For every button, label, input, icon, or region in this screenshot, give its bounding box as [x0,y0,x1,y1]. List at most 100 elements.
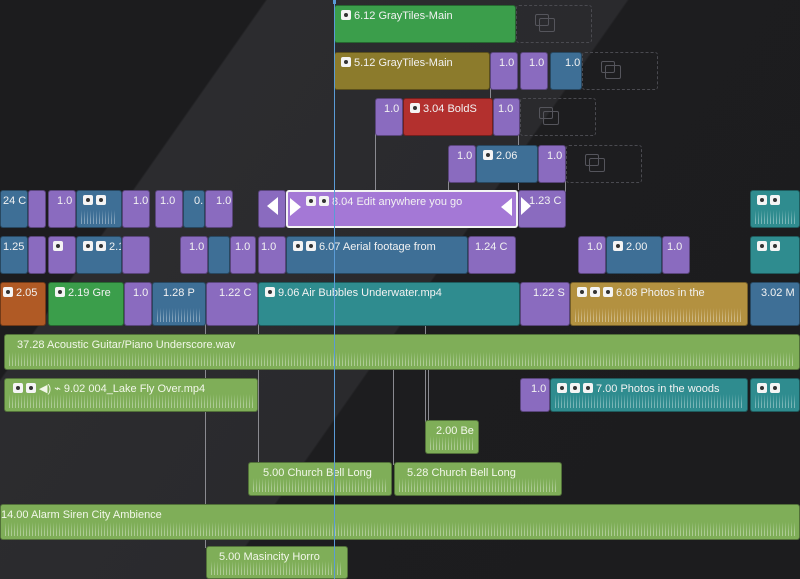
clip[interactable] [76,190,122,228]
placeholder-slot[interactable] [520,98,596,136]
transition-label: 1.0 [587,241,603,253]
trim-handle-right[interactable] [501,198,512,216]
transition-clip[interactable]: 1.0 [662,236,690,274]
audio-clip-alarm-siren[interactable]: 14.00 Alarm Siren City Ambience [0,504,800,540]
transition-clip[interactable]: 1.0 [124,282,152,326]
film-icon [603,287,613,297]
clip-label: 1.22 S [533,287,565,299]
image-icon [557,383,567,393]
clip[interactable]: 2.05 [0,282,46,326]
audio-clip-masincity[interactable]: 5.00 Masincity Horro [206,546,348,579]
placeholder-slot[interactable] [516,5,592,43]
transition-clip[interactable] [28,236,46,274]
clip-label: 9.02 004_Lake Fly Over.mp4 [63,383,206,395]
clip[interactable]: 3.02 M [750,282,800,326]
trim-handle-right[interactable] [521,197,531,215]
trim-handle-left[interactable] [290,198,301,216]
clip[interactable]: 1.25 C [0,236,28,274]
clip[interactable] [750,190,800,228]
transition-clip[interactable]: 1.24 C [468,236,516,274]
transition-clip[interactable]: 1.23 C [518,190,566,228]
transition-clip[interactable]: 1.0 [230,236,256,274]
clip-aerial-footage[interactable]: 6.07 Aerial footage from [286,236,468,274]
transition-clip[interactable] [48,236,76,274]
photo-icon [770,241,780,251]
connection-line [448,178,449,192]
transition-clip[interactable]: 1.0 [375,98,403,136]
transition-label: 1.0 [133,287,149,299]
photo-icon [770,383,780,393]
connection-line [205,320,206,548]
waveform [755,394,795,408]
playhead-cap[interactable] [333,0,336,4]
transition-clip[interactable]: 1.0 [550,52,582,90]
clip[interactable] [750,378,800,412]
transition-clip[interactable]: 1.0 [155,190,183,228]
transition-clip[interactable] [258,190,286,228]
transition-clip[interactable]: 1.22 S [520,282,570,326]
transition-clip[interactable]: 1.0 [520,52,548,90]
audio-clip-church-bell[interactable]: 5.00 Church Bell Long [248,462,392,496]
transition-label: 1.0 [57,195,73,207]
clip-graytiles-main[interactable]: 5.12 GrayTiles-Main [334,52,490,90]
clip-air-bubbles[interactable]: 9.06 Air Bubbles Underwater.mp4 [258,282,520,326]
transition-label: 1.0 [529,57,545,69]
waveform [211,561,343,575]
overlay-icon [535,14,555,32]
photo-icon [590,287,600,297]
placeholder-slot[interactable] [566,145,642,183]
transition-clip[interactable]: 1.0 [258,236,286,274]
clip-bolds[interactable]: 3.04 BoldS [403,98,493,136]
transition-clip[interactable]: 1.22 C [206,282,258,326]
playhead[interactable] [334,0,335,579]
clip-photos-in-the-woods[interactable]: 7.00 Photos in the woods [550,378,748,412]
placeholder-slot[interactable] [582,52,658,90]
film-icon [583,383,593,393]
transition-clip[interactable]: 1.0 [538,145,566,183]
clip[interactable]: 2.1 [76,236,122,274]
clip[interactable]: 0. [183,190,205,228]
transition-clip[interactable]: 1.0 [493,98,520,136]
transition-label: 1.0 [160,195,176,207]
audio-clip-church-bell-2[interactable]: 5.28 Church Bell Long [394,462,562,496]
transition-clip[interactable]: 1.0 [490,52,518,90]
clip-steel[interactable]: 2.06 [476,145,538,183]
audio-clip-acoustic-guitar[interactable]: 37.28 Acoustic Guitar/Piano Underscore.w… [4,334,800,370]
transition-clip[interactable]: 1.0 [205,190,233,228]
trim-handle-left[interactable] [267,197,278,215]
clip-label: 9.06 Air Bubbles Underwater.mp4 [278,287,442,299]
audio-clip-small[interactable]: 2.00 Be [425,420,479,454]
transition-label: 1.0 [565,57,581,69]
image-icon [83,195,93,205]
clip[interactable]: 24 C [0,190,28,228]
clip-label: 1.23 C [529,195,562,207]
clip[interactable] [750,236,800,274]
clip-photos-in-the[interactable]: 6.08 Photos in the [570,282,748,326]
image-icon [341,10,351,20]
transition-clip[interactable]: 1.0 [520,378,550,412]
waveform [555,394,743,408]
keyframe-icon: ⌁ [54,383,61,395]
transition-clip[interactable]: 1.0 [122,190,150,228]
clip[interactable]: 2.00 [606,236,662,274]
clip[interactable]: 1.28 P [152,282,206,326]
clip-edit-anywhere[interactable]: 8.04 Edit anywhere you go [286,190,518,228]
transition-clip[interactable]: 1.0 [578,236,606,274]
clip-label: 2.1 [109,241,121,253]
clip-graytiles-main-top[interactable]: 6.12 GrayTiles-Main [334,5,516,43]
clip[interactable] [208,236,230,274]
clip-label: 5.00 Church Bell Long [263,467,372,479]
transition-label: 1.0 [261,241,277,253]
clip-lake-fly-over[interactable]: ◀) ⌁ 9.02 004_Lake Fly Over.mp4 [4,378,258,412]
image-icon [83,241,93,251]
transition-label: 1.0 [457,150,473,162]
transition-label: 1.0 [498,103,514,115]
clip-label: 3.02 M [761,287,795,299]
transition-clip[interactable] [28,190,46,228]
transition-clip[interactable]: 1.0 [180,236,208,274]
transition-clip[interactable] [122,236,150,274]
clip[interactable]: 2.19 Gre [48,282,124,326]
transition-clip[interactable]: 1.0 [448,145,476,183]
clip-label: 8.04 Edit anywhere you go [332,196,463,208]
transition-clip[interactable]: 1.0 [48,190,76,228]
